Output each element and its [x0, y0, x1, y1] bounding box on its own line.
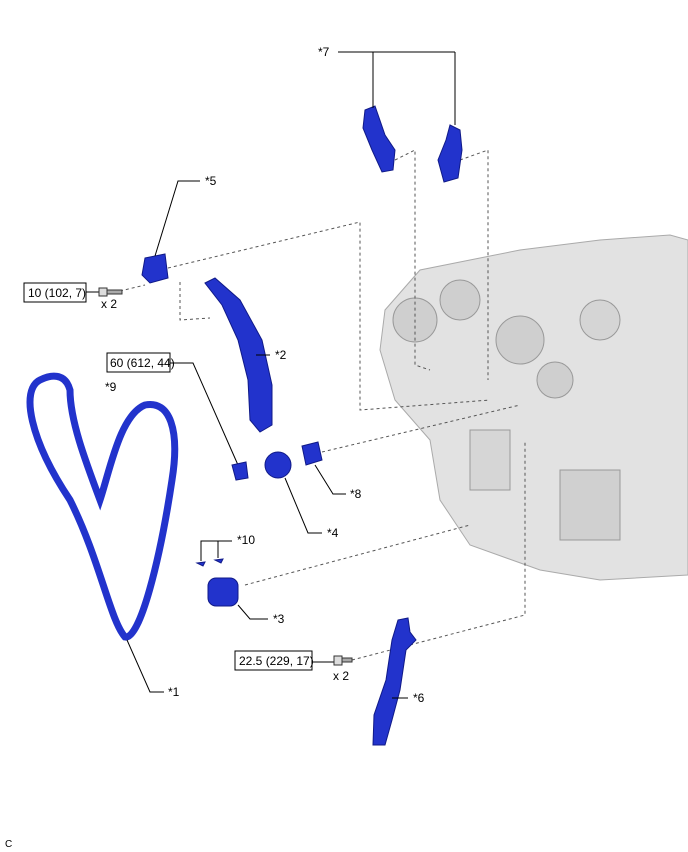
part-4-sprocket: *4	[264, 451, 339, 540]
assembly-dashed-lines	[119, 149, 526, 661]
part-10-keys: *10	[195, 533, 255, 567]
torque-value-10: 10 (102, 7)	[28, 286, 86, 300]
callout-4: *4	[327, 526, 339, 540]
part-8-sprocket: *8	[301, 441, 362, 501]
bolt-torque-60: 60 (612, 44)	[106, 352, 249, 481]
callout-1: *1	[168, 685, 180, 699]
engine-block-illustration	[379, 234, 688, 581]
figure-code: C	[5, 839, 12, 850]
part-1-timing-chain: *9 *1	[26, 372, 180, 699]
bolt-quantity-22-5: x 2	[333, 669, 349, 683]
callout-3: *3	[273, 612, 285, 626]
part-5-chain-tensioner: *5	[141, 174, 217, 284]
callout-7: *7	[318, 45, 330, 59]
callout-6: *6	[413, 691, 425, 705]
part-7-chain-guides: *7	[318, 45, 463, 183]
bolt-quantity-10: x 2	[101, 297, 117, 311]
callout-5: *5	[205, 174, 217, 188]
part-6-chain-guide: *6	[372, 617, 425, 746]
torque-value-60: 60 (612, 44)	[110, 356, 175, 370]
bolt-torque-10: 10 (102, 7) x 2	[23, 282, 123, 311]
callout-8: *8	[350, 487, 362, 501]
callout-2: *2	[275, 348, 287, 362]
callout-9: *9	[105, 380, 117, 394]
part-2-chain-guide: *2	[204, 277, 287, 433]
torque-value-22-5: 22.5 (229, 17)	[239, 654, 314, 668]
bolt-torque-22-5: 22.5 (229, 17) x 2	[234, 650, 353, 683]
torque-box-22-5	[234, 650, 313, 671]
callout-10: *10	[237, 533, 255, 547]
part-3-crank-sprocket: *3	[207, 577, 285, 626]
